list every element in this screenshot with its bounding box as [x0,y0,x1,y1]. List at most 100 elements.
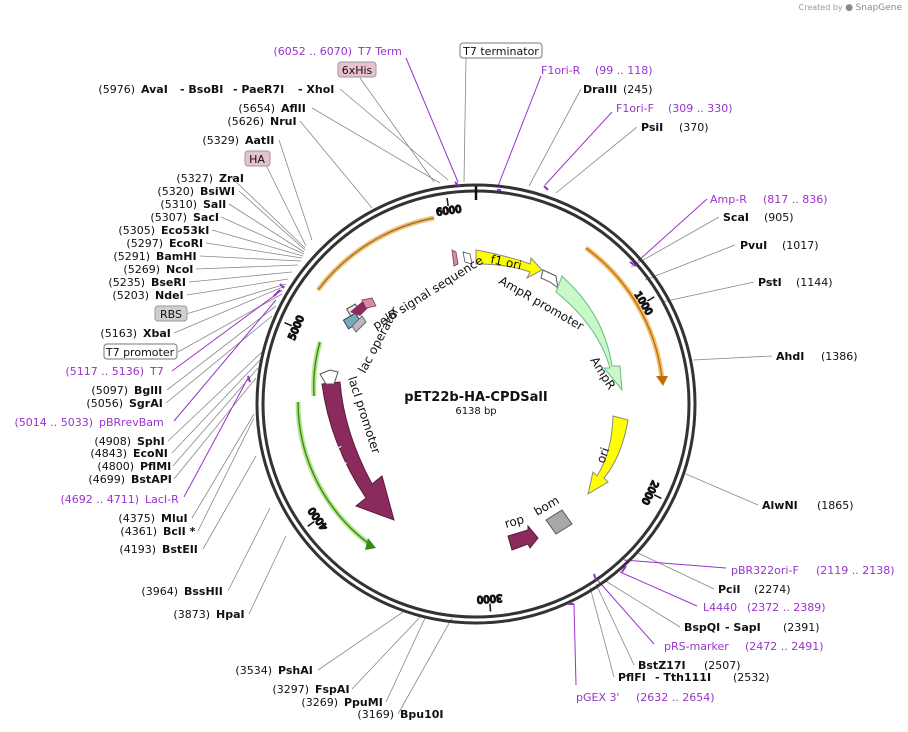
site-position: (3269) [301,696,338,709]
laci-label: lacI [329,444,349,468]
site-name: - Tth111I [655,671,711,684]
right-sites: DraIII(245)PsiI(370)ScaI(905)PvuI(1017)P… [583,83,858,684]
site-name: - XhoI [298,83,334,96]
site-name: BglII [134,384,162,397]
site-position: (5310) [160,198,197,211]
site-name: ZraI [219,172,244,185]
site-position: (3873) [173,608,210,621]
site-position: (2507) [704,659,741,672]
primer-name: LacI-R [145,493,179,506]
credit-prefix: Created by [798,3,843,12]
bom-box [545,509,573,535]
rbs-box-label: RBS [160,308,182,321]
site-name: EcoRI [169,237,203,250]
site-name: AatII [245,134,274,147]
site-name: PsiI [641,121,663,134]
green-arc-outer-head [365,538,376,550]
site-name: PshAI [278,664,313,677]
snapgene-credit: Created by ● SnapGene [799,3,902,13]
pelb-marker [451,249,459,267]
6xhis-box [337,61,377,78]
primer-name: Amp-R [710,193,747,206]
site-position: (3169) [357,708,394,721]
tick-label: 5000 [287,314,307,342]
site-name: SphI [137,435,165,448]
site-name: BspQI [684,621,720,634]
primer-name: pRS-marker [664,640,729,653]
site-name: ScaI [723,211,749,224]
site-position: (5327) [176,172,213,185]
site-position: (1386) [821,350,858,363]
site-name: AvaI [141,83,168,96]
site-name: PvuI [740,239,767,252]
site-name: AlwNI [762,499,798,512]
site-name: NcoI [166,263,193,276]
site-position: (5329) [202,134,239,147]
site-name: BclI * [163,525,196,538]
primer-name: T7 [149,365,164,378]
ori-label: ori [594,446,612,465]
site-name: Eco53kI [161,224,209,237]
primer-name: T7 Term [357,45,402,58]
primer-lines [171,57,727,686]
upper-left-arc-core [317,217,435,291]
primer-range: (2632 .. 2654) [636,691,715,704]
primer-name: pBR322ori-F [731,564,799,577]
ampr-outer-arc-core [585,247,663,379]
tick-mark [446,197,449,207]
site-name: PstI [758,276,782,289]
site-name: SalI [203,198,226,211]
plasmid-center-title: pET22b-HA-CPDSalI 6138 bp [404,390,547,417]
site-name: PpuMI [344,696,383,709]
site-position: (370) [679,121,709,134]
primer-range: (2372 .. 2389) [747,601,826,614]
site-name: PflMI [140,460,171,473]
primer-range: (309 .. 330) [668,102,733,115]
tick-mark [284,322,293,327]
site-position: (905) [764,211,794,224]
site-name: DraIII [583,83,617,96]
site-position: (5297) [126,237,163,250]
site-position: (4361) [120,525,157,538]
green-arc-inner-core [313,341,321,397]
snapgene-logo: ● [845,3,854,13]
site-position: (1144) [796,276,833,289]
ampr-arrow [555,275,623,392]
site-position: (5320) [157,185,194,198]
site-position: (4908) [94,435,131,448]
site-position: (5654) [238,102,275,115]
site-position: (245) [623,83,653,96]
site-name: BseRI [151,276,186,289]
site-name: - SapI [725,621,761,634]
primer-range: (4692 .. 4711) [60,493,139,506]
site-name: - BsoBI [180,83,223,96]
ha-box [244,150,271,167]
site-position: (5235) [108,276,145,289]
site-position: (5305) [118,224,155,237]
left-primers: (6052 .. 6070)T7 Term(5117 .. 5136)T7(50… [14,45,401,506]
primer-range: (6052 .. 6070) [273,45,352,58]
feature-boxes: T7 terminator 6xHis HA RBS T7 promoter [103,42,543,360]
upper-left-arc [316,215,435,292]
t7-promoter-box-label-bg [103,343,178,360]
primer-marks [247,181,637,605]
pelb-label: pelB signal sequence [370,253,486,332]
rop-label: rop [503,512,526,531]
tick-label: 4000 [307,505,331,532]
rbs-box [154,305,188,322]
site-position: (2532) [733,671,770,684]
t7-terminator-box-label: T7 terminator [462,45,539,58]
site-position: (4375) [118,512,155,525]
site-name: EcoNI [133,447,168,460]
site-position: (4800) [97,460,134,473]
site-name: NruI [270,115,297,128]
site-position: (5307) [150,211,187,224]
primer-name: pBRrevBam [99,416,164,429]
site-position: (5291) [113,250,150,263]
site-name: AhdI [776,350,804,363]
site-name: SgrAI [129,397,163,410]
primer-range: (2472 .. 2491) [745,640,824,653]
tick-mark [653,494,662,500]
site-name: BsiWI [200,185,235,198]
